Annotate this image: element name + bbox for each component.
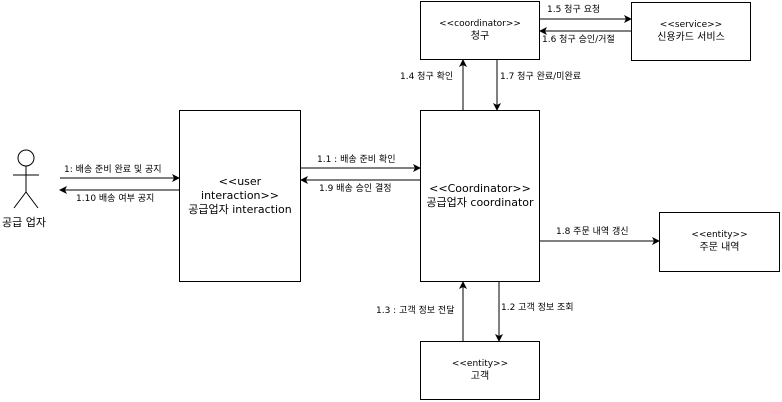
card-service-name: 신용카드 서비스	[657, 31, 725, 43]
order-history-box[interactable]: <<entity>> 주문 내역	[659, 212, 780, 272]
message-label-1-2: 1.2 고객 정보 조회	[500, 303, 575, 314]
message-label-1-6: 1.6 청구 승인/거절	[541, 35, 616, 46]
supplier-interaction-box[interactable]: <<user interaction>> 공급업자 interaction	[179, 110, 301, 282]
actor-figure	[13, 149, 39, 209]
message-label-1-9: 1.9 배송 승인 결정	[318, 184, 393, 195]
message-label-1-10: 1.10 배송 여부 공지	[75, 194, 156, 205]
order-history-stereotype: <<entity>>	[691, 230, 748, 240]
supplier-coordinator-stereotype: <<Coordinator>>	[429, 182, 531, 195]
card-service-box[interactable]: <<service>> 신용카드 서비스	[631, 2, 751, 61]
order-history-name: 주문 내역	[699, 242, 740, 253]
message-label-1-4: 1.4 청구 확인	[399, 72, 455, 83]
customer-box[interactable]: <<entity>> 고객	[420, 341, 540, 400]
supplier-coordinator-box[interactable]: <<Coordinator>> 공급업자 coordinator	[420, 110, 540, 282]
billing-stereotype: <<coordinator>>	[439, 18, 521, 29]
message-label-1-7: 1.7 청구 완료/미완료	[499, 72, 583, 83]
billing-name: 청구	[470, 30, 490, 42]
card-service-stereotype: <<service>>	[659, 19, 723, 30]
message-label-1-5: 1.5 청구 요청	[546, 5, 602, 16]
message-label-1-8: 1.8 주문 내역 갱신	[555, 227, 630, 238]
supplier-coordinator-name: 공급업자 coordinator	[426, 196, 534, 209]
supplier-interaction-stereotype: <<user interaction>>	[201, 175, 279, 202]
supplier-interaction-name: 공급업자 interaction	[188, 203, 292, 216]
actor-label: 공급 업자	[2, 216, 46, 229]
message-label-1-3: 1.3 : 고객 정보 전달	[375, 306, 456, 317]
message-label-1-1: 1.1 : 배송 준비 확인	[316, 155, 397, 166]
message-label-1: 1: 배송 준비 완료 및 공지	[63, 165, 163, 176]
customer-stereotype: <<entity>>	[451, 358, 509, 369]
customer-name: 고객	[470, 370, 490, 382]
billing-box[interactable]: <<coordinator>> 청구	[420, 1, 540, 60]
